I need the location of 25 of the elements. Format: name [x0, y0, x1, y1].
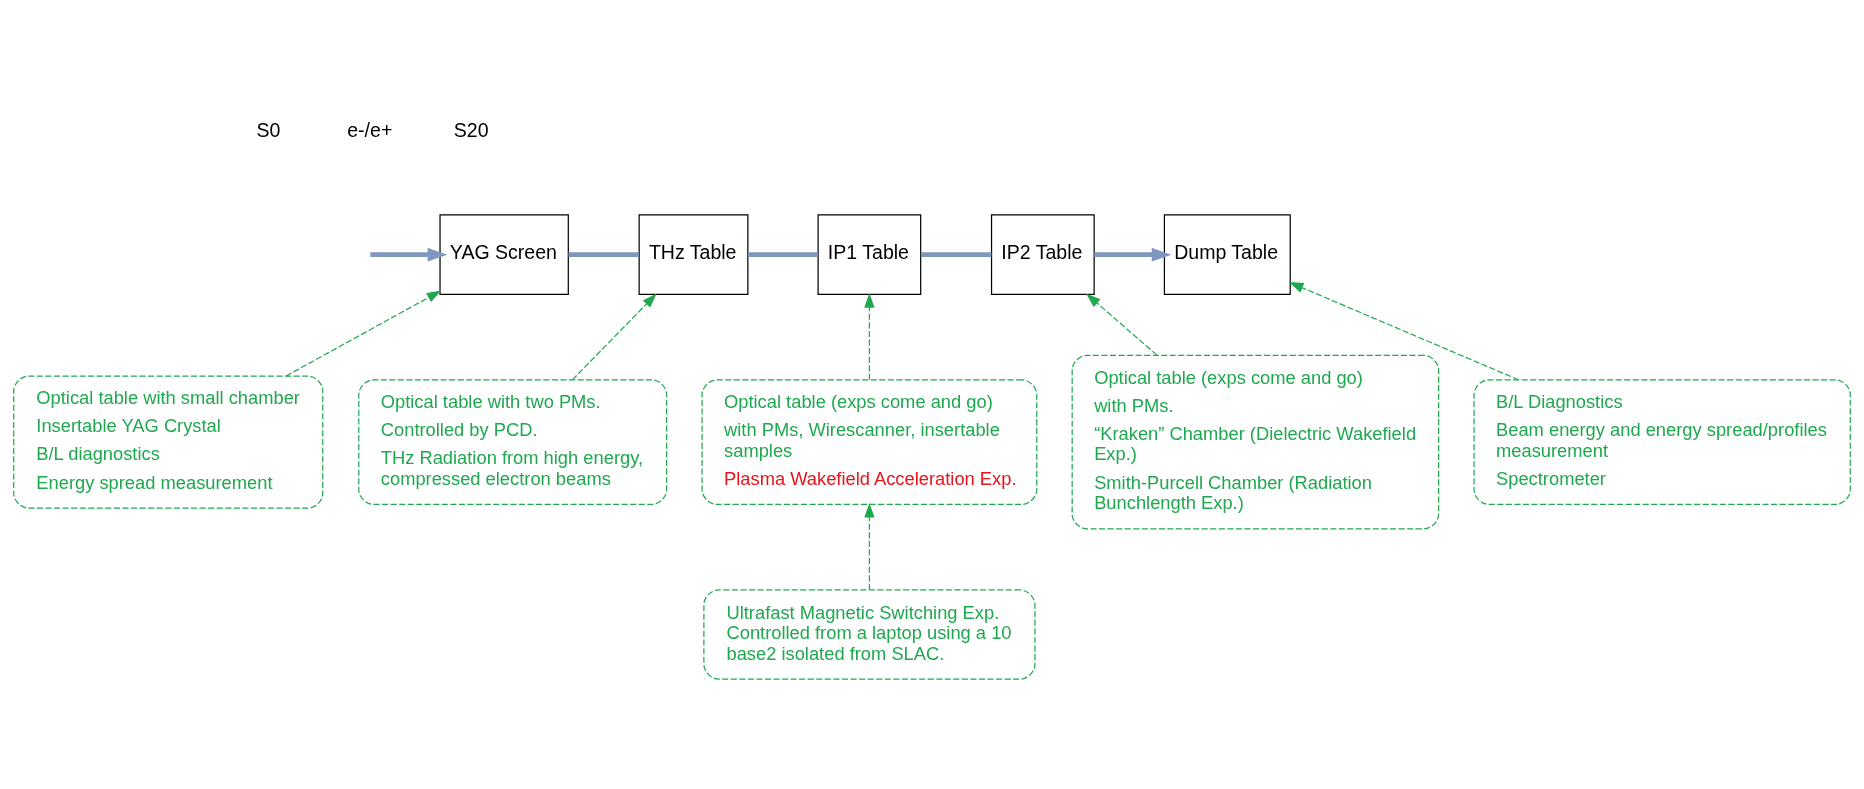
arrow	[864, 292, 875, 381]
arrow	[1288, 282, 1520, 381]
connector	[748, 252, 818, 258]
node-box: IP2 Table	[990, 214, 1095, 295]
label: S20	[453, 118, 489, 141]
arrow	[864, 502, 875, 591]
node-box: IP1 Table	[817, 214, 922, 295]
node-box: THz Table	[638, 214, 749, 295]
arrow	[1094, 247, 1172, 262]
arrow	[1086, 293, 1158, 356]
node-box: YAG Screen	[439, 214, 569, 295]
node-box: Optical table with small chamber Insertable YAG Crystal B/L diagnostics Energy spread measurement	[13, 375, 324, 509]
node-box: Optical table (exps come and go) with PMs, Wirescanner, insertable samples Plasma Wakefield Acceleration Exp.	[701, 379, 1038, 506]
node-box: Ultrafast Magnetic Switching Exp. Controlled from a laptop using a 10 base2 isolated from SLAC.	[703, 589, 1036, 680]
node-box: Optical table with two PMs. Controlled by PCD. THz Radiation from high energy, compressed electron beams	[358, 379, 668, 506]
node-box: Optical table (exps come and go) with PMs. “Kraken” Chamber (Dielectric Wakefield Exp.) Smith-Purcell Chamber (Radiation Bunchlength Exp.)	[1071, 354, 1440, 530]
connector	[920, 252, 992, 258]
label: S0	[256, 118, 281, 141]
arrow	[370, 247, 448, 262]
label: e-/e+	[347, 118, 393, 141]
arrow	[571, 293, 657, 381]
connector	[568, 252, 639, 258]
node-box: B/L Diagnostics Beam energy and energy spread/profiles measurement Spectrometer	[1473, 379, 1851, 506]
arrow	[285, 290, 442, 377]
node-box: Dump Table	[1163, 214, 1291, 295]
